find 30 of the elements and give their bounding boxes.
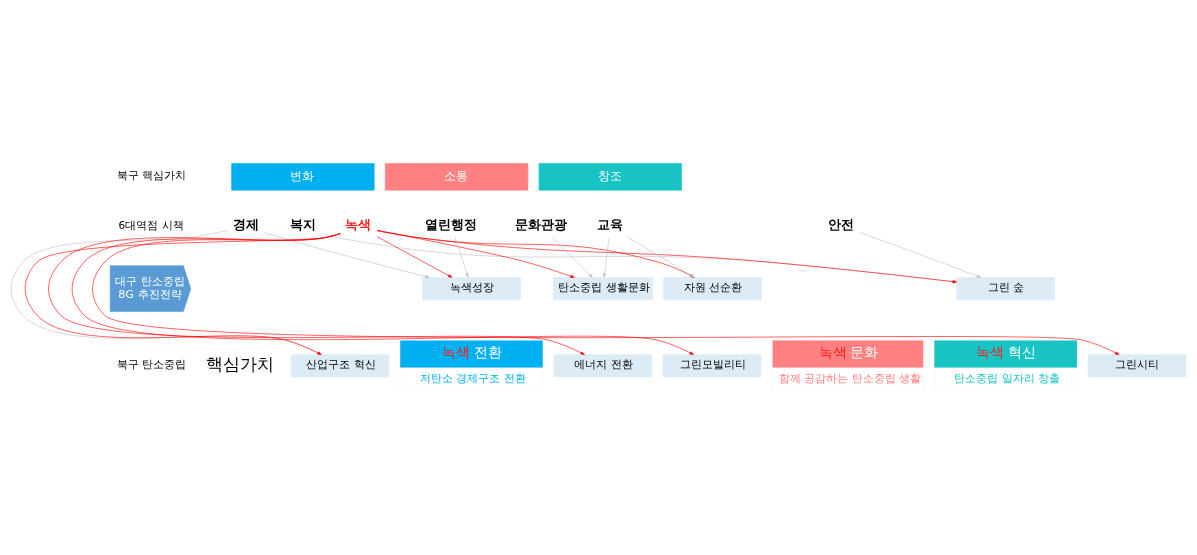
node-text: 녹색 [345,216,372,232]
node-box: 산업구조 혁신 [290,354,390,378]
arrow [859,232,981,278]
arrow [92,233,1120,355]
label: 핵심가치 [205,354,274,375]
arrow [454,237,469,278]
node-text: 열린행정 [425,216,478,232]
node-box: 소통 [385,163,529,191]
node-text: 안전 [828,216,855,232]
node-text: 교육 [596,216,623,232]
node-box: 탄소중립 생활문화 [553,277,653,301]
arrow [263,232,430,279]
node-text: 문화관광 [515,216,568,232]
node-box: 그린모빌리티 [662,354,762,378]
node-box: 자원 선순환 [663,277,762,301]
node-box: 그린시티 [1087,354,1187,378]
label: 6대역점 시책 [118,218,184,231]
node-box: 변화 [231,163,375,191]
node-text: 경제 [232,216,259,232]
node-box: 에너지 전환 [553,354,653,378]
arrow [376,229,575,278]
node-text: 복지 [289,216,316,232]
arrow [603,237,610,278]
arrow [376,236,453,278]
label: 북구 탄소중립 [116,358,187,371]
node-box: 창조 [538,163,682,191]
label: 북구 핵심가치 [116,169,187,182]
arrow [551,237,593,278]
node-box: 그린 숲 [956,277,1055,301]
arrow [48,233,585,355]
